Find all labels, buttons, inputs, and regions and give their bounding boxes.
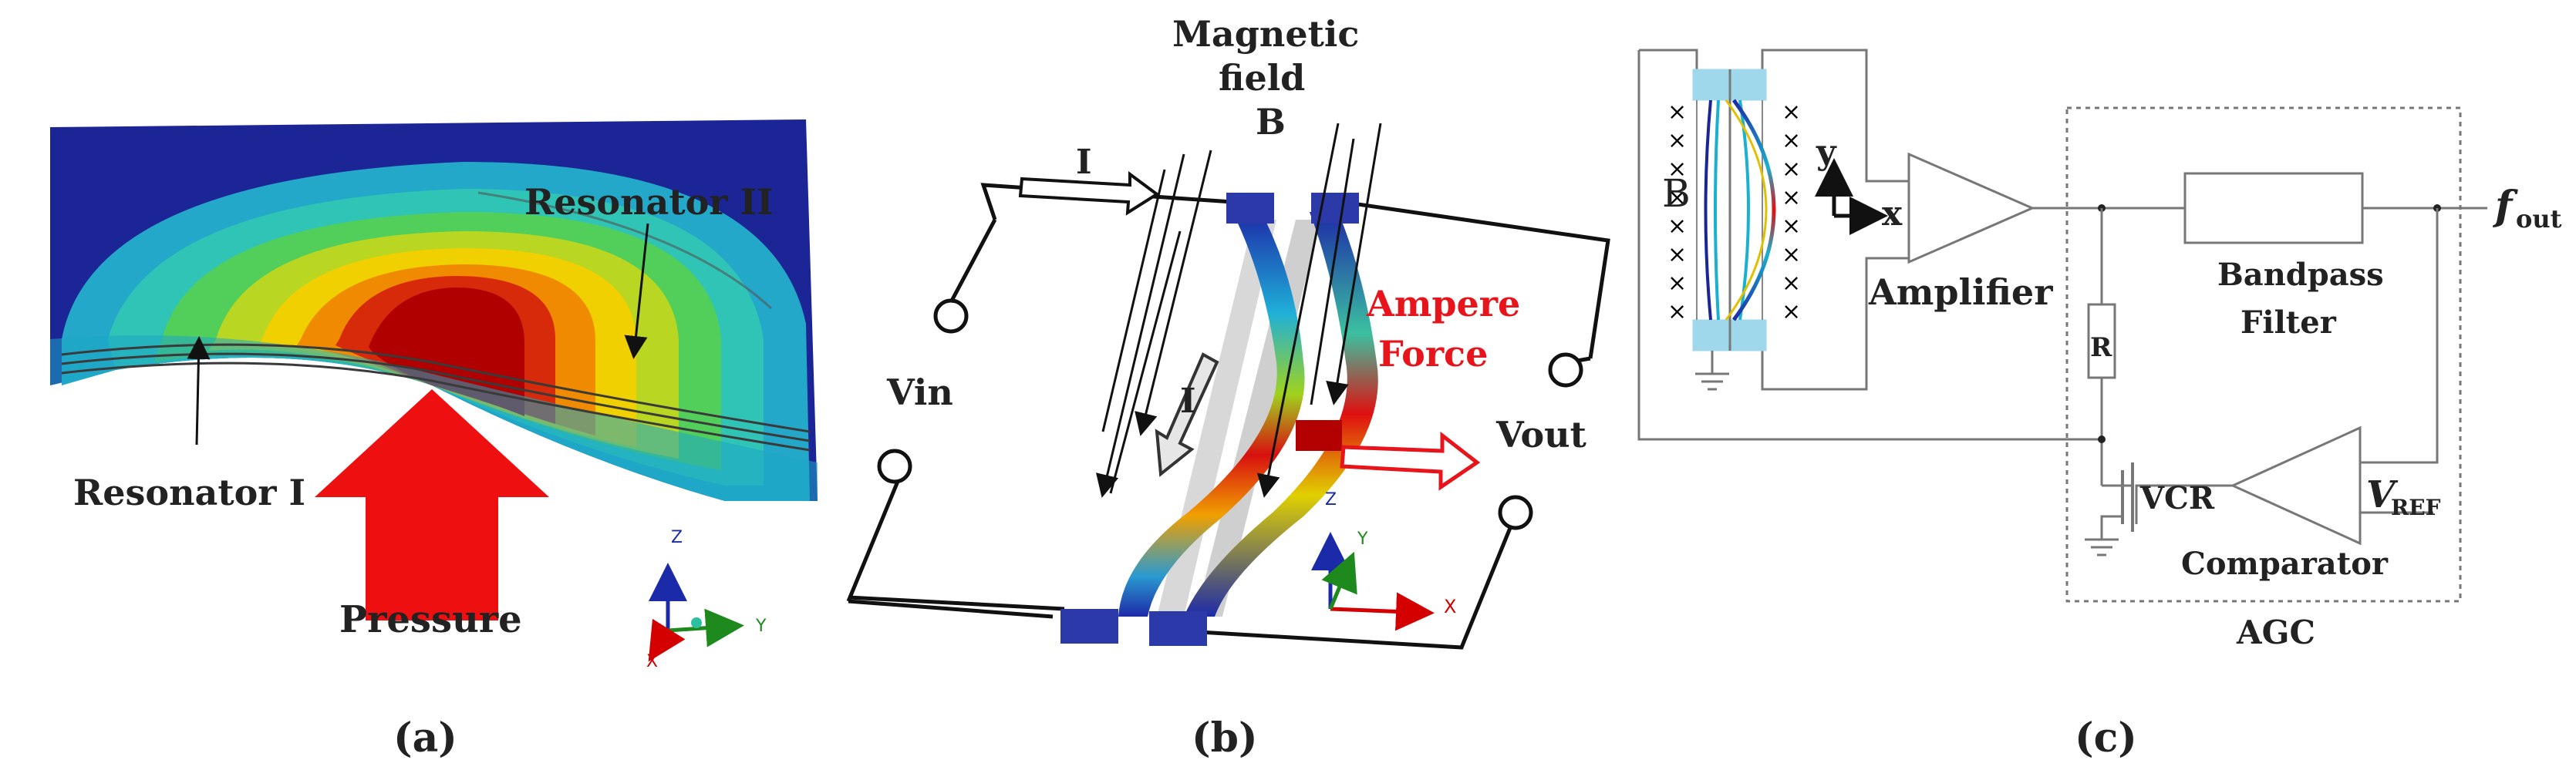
field-marker: × xyxy=(1667,270,1687,297)
ampere-force-arrow xyxy=(1340,431,1481,491)
axis-y-b: Y xyxy=(1357,530,1368,549)
field-marker: × xyxy=(1782,298,1801,325)
label-vout: Vout xyxy=(1495,414,1587,456)
field-marker: × xyxy=(1667,156,1687,183)
field-marker: × xyxy=(1667,184,1687,211)
label-amplifier: Amplifier xyxy=(1868,271,2053,313)
field-marker: × xyxy=(1667,298,1687,325)
field-marker: × xyxy=(1782,156,1801,183)
label-x: x xyxy=(1882,194,1903,234)
axis-x-a: X xyxy=(646,652,658,671)
field-marker: × xyxy=(1667,241,1687,268)
label-resonator-2: Resonator II xyxy=(524,181,774,223)
bandpass-filter-box xyxy=(2183,172,2364,244)
panel-b-axis-triad xyxy=(1311,532,1435,631)
field-marker: × xyxy=(1782,270,1801,297)
label-y: y xyxy=(1816,133,1837,172)
field-marker: × xyxy=(1782,127,1801,154)
label-force: Force xyxy=(1378,333,1488,375)
field-marker: × xyxy=(1782,241,1801,268)
label-pressure: Pressure xyxy=(339,598,522,641)
field-marker: × xyxy=(1782,213,1801,240)
pressure-arrow xyxy=(315,389,549,620)
field-marker: × xyxy=(1782,184,1801,211)
caption-a: (a) xyxy=(393,715,457,762)
panel-a-fem-membrane xyxy=(50,119,818,620)
label-comparator: Comparator xyxy=(2181,546,2389,582)
caption-b: (b) xyxy=(1192,715,1258,762)
axis-z-b: Z xyxy=(1325,490,1337,509)
current-arrow-beam xyxy=(1155,352,1219,477)
resistor-r xyxy=(2087,303,2116,379)
label-vref: V xyxy=(2366,473,2399,516)
label-r: R xyxy=(2090,332,2112,363)
amplifier-symbol xyxy=(1907,152,2035,264)
label-fout-sub: out xyxy=(2516,204,2562,234)
field-marker: × xyxy=(1667,213,1687,240)
terminal-vin-bottom xyxy=(877,449,912,484)
label-fout: f xyxy=(2492,183,2518,230)
label-resonator-1: Resonator I xyxy=(73,472,305,513)
label-current-beam: I xyxy=(1180,382,1196,421)
current-arrow-top xyxy=(1018,171,1160,216)
label-current-top: I xyxy=(1076,143,1092,182)
comparator-symbol xyxy=(2230,425,2362,546)
panel-c-circuit xyxy=(1637,49,2487,603)
terminal-vout-bottom xyxy=(1498,495,1533,530)
axis-x-b: X xyxy=(1444,596,1456,617)
terminal-vout-top xyxy=(1548,352,1583,388)
caption-c: (c) xyxy=(2075,715,2137,762)
label-vin: Vin xyxy=(886,372,953,413)
label-ampere: Ampere xyxy=(1366,283,1520,324)
label-vcr: VCR xyxy=(2139,480,2215,516)
agc-box xyxy=(2065,106,2462,603)
label-b-field: B xyxy=(1256,101,1286,143)
label-vref-sub: REF xyxy=(2391,495,2441,520)
label-b-c: B xyxy=(1662,171,1691,216)
magnetic-field-markers: × × × × × × × × × × × × × × × × xyxy=(1667,99,1801,325)
field-marker: × xyxy=(1782,99,1801,126)
axis-z-a: Z xyxy=(671,528,683,547)
field-marker: × xyxy=(1667,127,1687,154)
field-marker: × xyxy=(1667,99,1687,126)
label-bandpass: Bandpass xyxy=(2217,257,2384,293)
label-magnetic: Magnetic xyxy=(1172,13,1359,55)
label-agc: AGC xyxy=(2236,614,2315,651)
label-filter-text: Filter xyxy=(2241,304,2337,341)
terminal-vin-top xyxy=(933,298,969,334)
panel-a-axis-triad xyxy=(648,563,744,662)
panel-b-resonator-3d xyxy=(846,123,1610,650)
axis-y-a: Y xyxy=(755,617,767,636)
label-field: field xyxy=(1219,57,1305,99)
